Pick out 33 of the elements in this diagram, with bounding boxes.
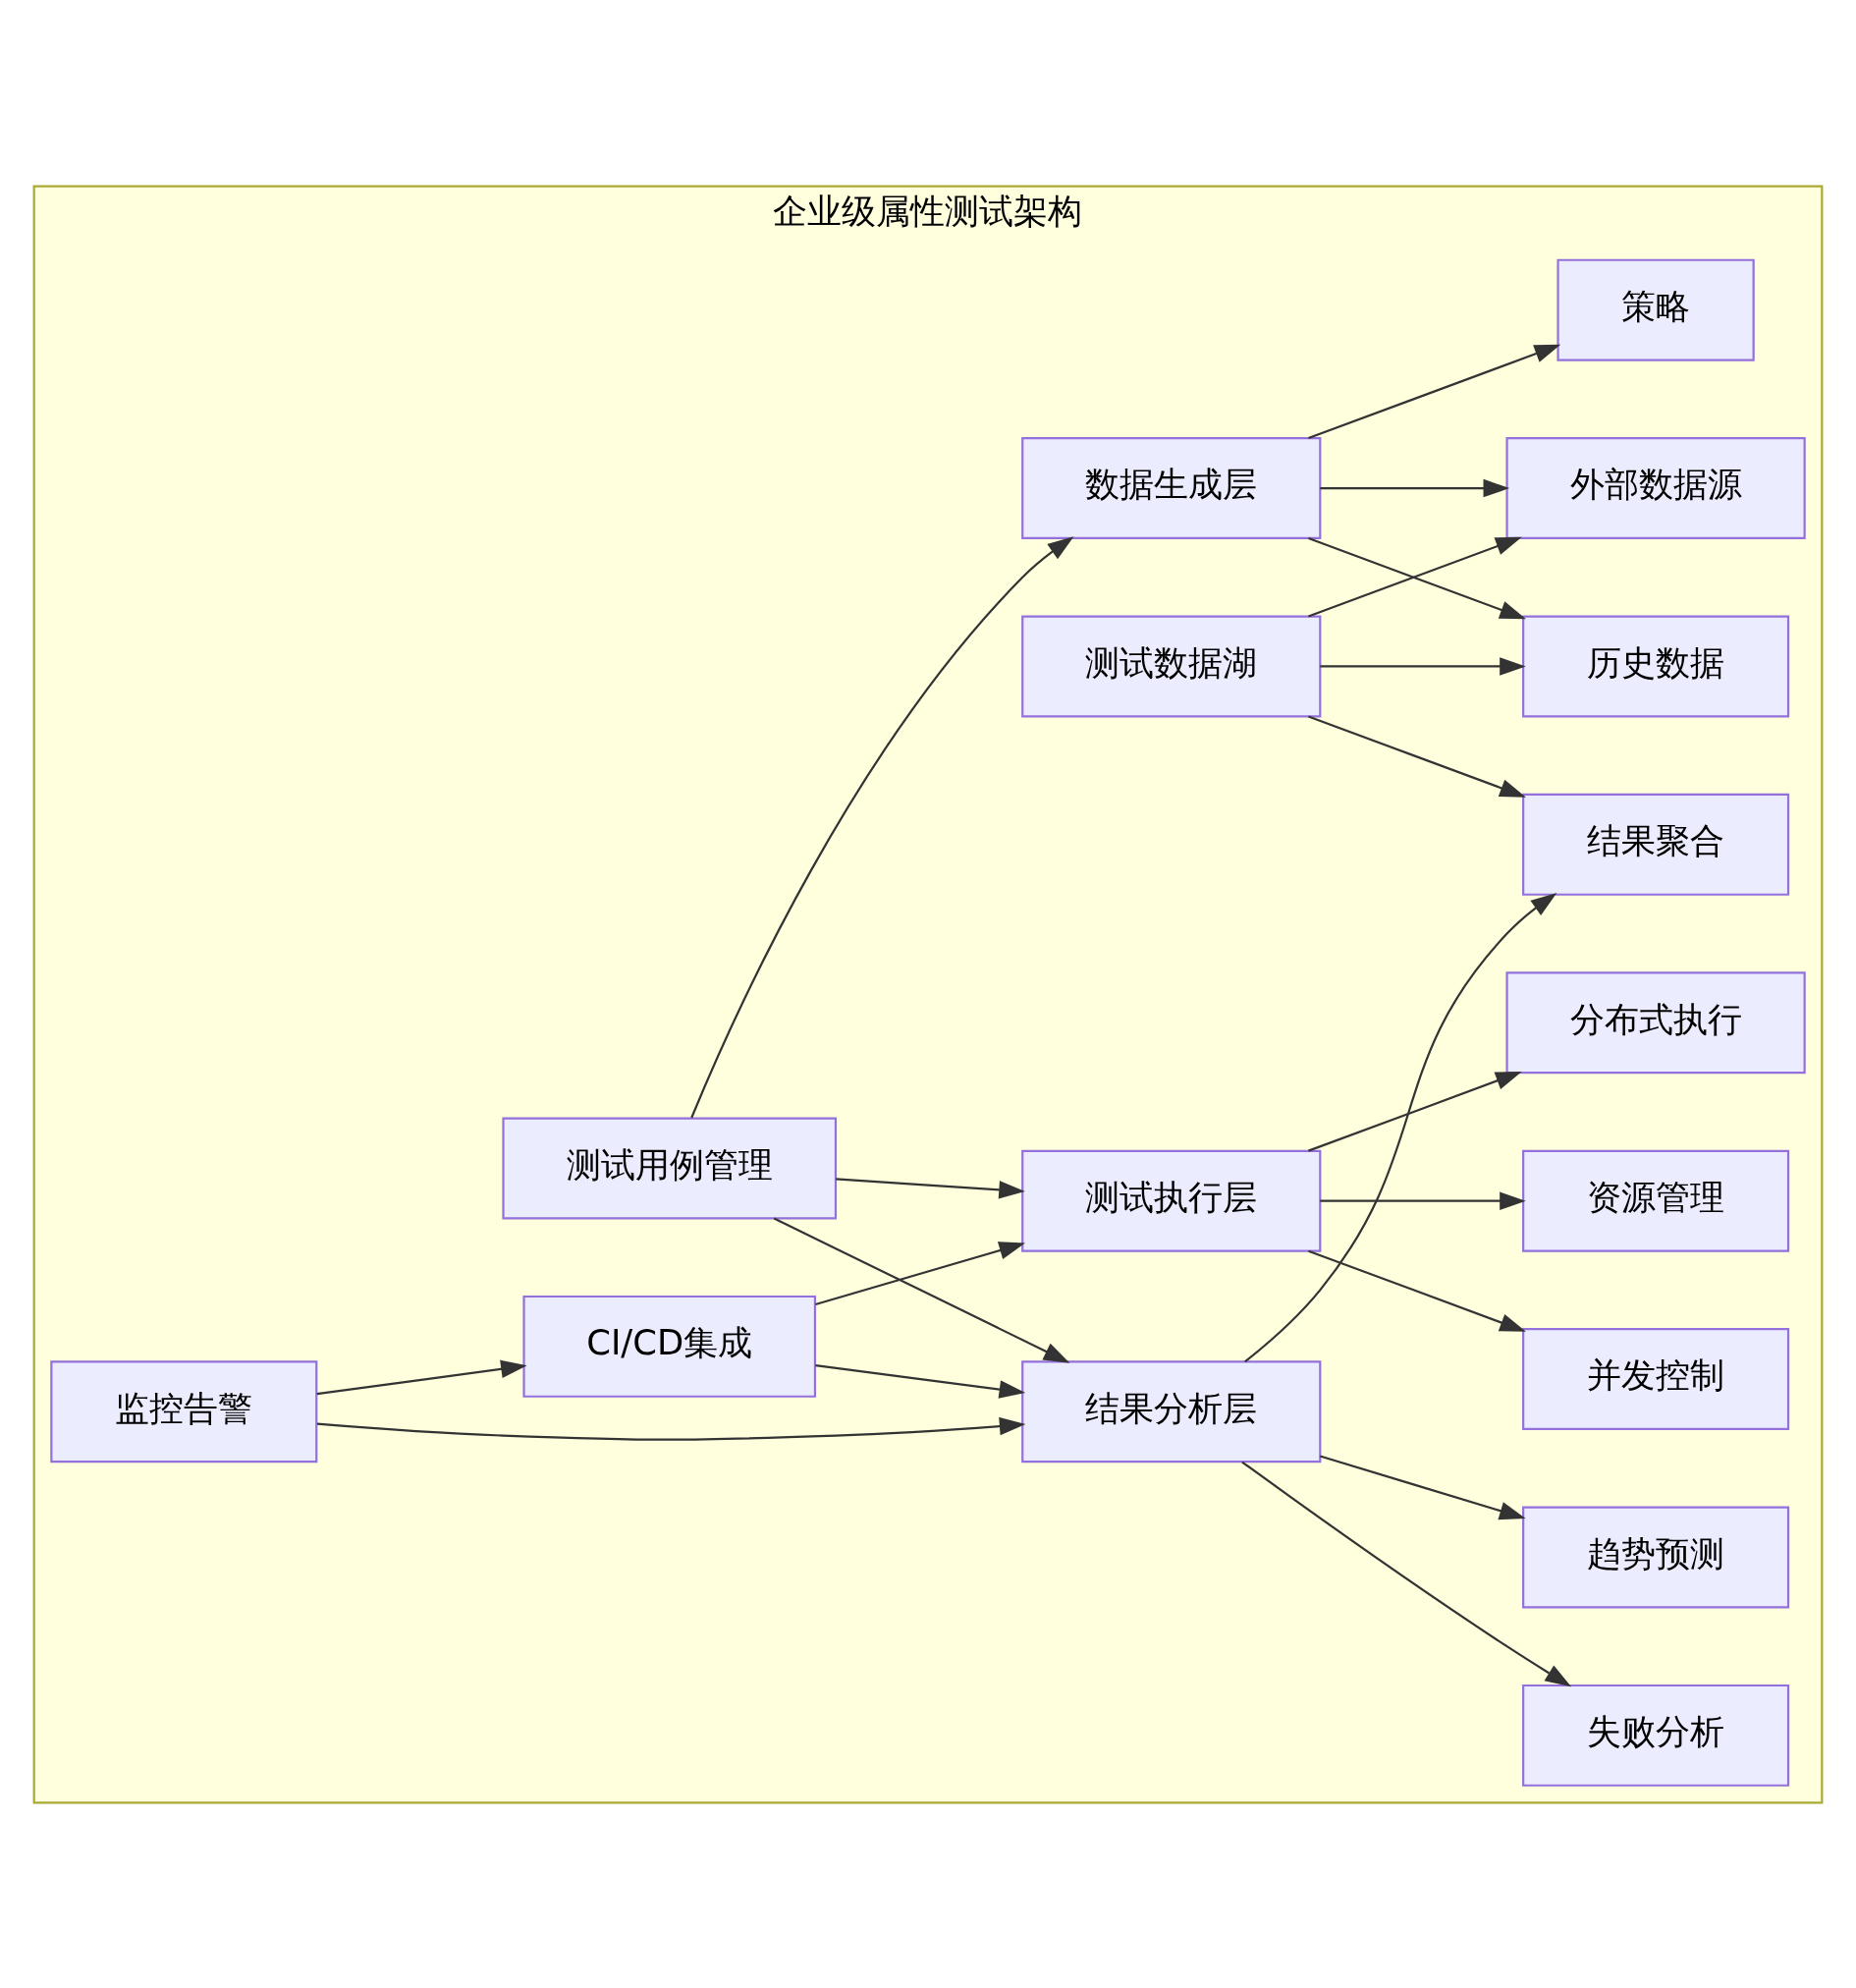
arrow <box>1320 1190 1526 1210</box>
node-box: 并发控制 <box>1522 1327 1790 1430</box>
arrow <box>1308 1249 1526 1332</box>
arrow <box>316 1416 1026 1441</box>
arrow <box>1241 1461 1572 1686</box>
arrow <box>1244 892 1557 1362</box>
node-box: 失败分析 <box>1522 1684 1790 1787</box>
node-box: 测试执行层 <box>1021 1149 1322 1252</box>
arrow <box>316 1359 527 1395</box>
arrow <box>1308 1071 1522 1152</box>
arrow <box>1320 1454 1526 1519</box>
arrow <box>1308 344 1561 439</box>
node-box: 数据生成层 <box>1021 436 1322 539</box>
arrow <box>690 535 1074 1118</box>
node-box: 趋势预测 <box>1522 1506 1790 1608</box>
node-box: CI/CD集成 <box>522 1295 817 1398</box>
node-box: 分布式执行 <box>1505 970 1806 1074</box>
node-box: 外部数据源 <box>1505 436 1806 539</box>
arrow <box>836 1177 1025 1199</box>
node-box: 测试用例管理 <box>502 1117 838 1219</box>
arrow <box>1320 478 1510 497</box>
arrow <box>815 1363 1026 1399</box>
node-box: 策略 <box>1556 258 1755 361</box>
node-box: 历史数据 <box>1522 614 1790 717</box>
arrow <box>815 1241 1026 1305</box>
arrow <box>773 1217 1070 1363</box>
node-box: 测试数据湖 <box>1021 614 1322 717</box>
node-box: 监控告警 <box>50 1359 318 1463</box>
node-box: 结果聚合 <box>1522 793 1790 896</box>
node-box: 资源管理 <box>1522 1149 1790 1252</box>
arrow <box>1320 656 1526 676</box>
node-box: 结果分析层 <box>1021 1359 1322 1463</box>
arrow <box>1308 714 1526 798</box>
